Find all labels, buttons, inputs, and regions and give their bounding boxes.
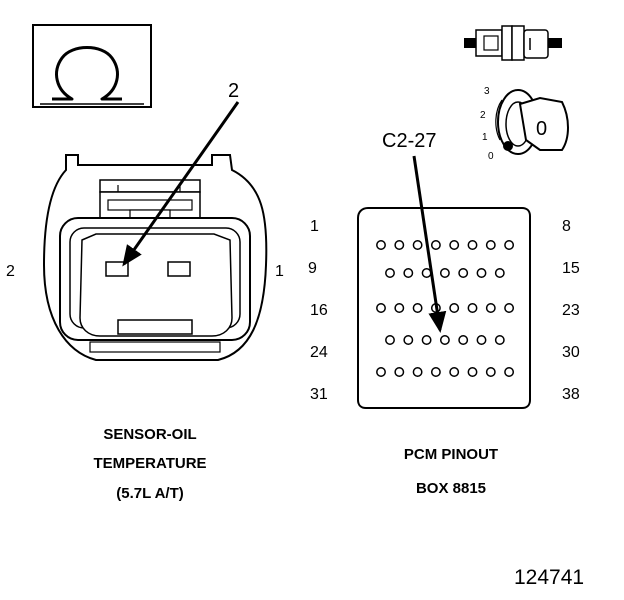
- pcm-caption-line1: PCM PINOUT: [403, 446, 499, 463]
- pcm-row-left-label-5: 31: [310, 386, 328, 403]
- pcm-pin: [485, 303, 496, 313]
- key-position-0: 0: [488, 151, 494, 162]
- pcm-row-right-label-5: 38: [562, 386, 580, 403]
- pcm-pin: [394, 240, 405, 250]
- pcm-pin: [449, 367, 460, 377]
- pcm-pin: [449, 303, 460, 313]
- pcm-pin: [403, 268, 414, 278]
- pcm-pin: [476, 268, 487, 278]
- key-label: 0: [536, 118, 548, 140]
- pcm-pin: [494, 268, 505, 278]
- key-position-3: 3: [484, 86, 490, 97]
- pcm-pin: [439, 268, 450, 278]
- pcm-pin: [449, 240, 460, 250]
- sensor-pin-left-label: 2: [6, 263, 15, 280]
- pcm-pin: [385, 268, 395, 278]
- pcm-pin: [504, 367, 515, 377]
- connector-plug-icon: [464, 25, 562, 61]
- sensor-callout-label: 2: [228, 80, 240, 102]
- pcm-caption-line2: BOX 8815: [415, 480, 487, 497]
- pcm-pin: [430, 367, 441, 377]
- pcm-callout-label: C2-27: [382, 130, 437, 152]
- pcm-pin: [421, 335, 432, 345]
- pcm-pin: [403, 335, 414, 345]
- key-position-2: 2: [480, 110, 486, 121]
- pcm-pin: [458, 268, 469, 278]
- pcm-pin: [430, 240, 441, 250]
- pcm-pin: [504, 240, 515, 250]
- pcm-pin: [394, 303, 405, 313]
- pcm-pin: [467, 240, 478, 250]
- pcm-pin: [412, 367, 423, 377]
- sensor-connector: [42, 154, 268, 361]
- pcm-pin: [458, 335, 469, 345]
- pcm-callout-arrow: [412, 155, 447, 333]
- pcm-pin: [385, 335, 395, 345]
- pcm-row-right-label-4: 30: [562, 344, 580, 361]
- sensor-caption-line1: SENSOR-OIL: [103, 426, 197, 443]
- pcm-row-left-label-4: 24: [310, 344, 328, 361]
- ignition-key-icon: [495, 89, 569, 155]
- pcm-row-left-label-3: 16: [310, 302, 328, 319]
- pcm-pin: [467, 303, 478, 313]
- omega-symbol-box: [32, 24, 152, 108]
- pcm-pin: [376, 303, 386, 313]
- pcm-connector: [357, 207, 531, 409]
- pcm-pin: [467, 367, 478, 377]
- terminal-1: [167, 261, 191, 277]
- sensor-pin-right-label: 1: [275, 263, 284, 280]
- pcm-pin: [494, 335, 505, 345]
- pcm-pin: [485, 240, 496, 250]
- pcm-pin: [476, 335, 487, 345]
- key-position-1: 1: [482, 132, 488, 143]
- pcm-pin-grid: [376, 240, 515, 377]
- figure-number: 124741: [514, 566, 585, 589]
- pcm-pin: [504, 303, 515, 313]
- pcm-row-right-label-2: 15: [562, 260, 580, 277]
- pcm-pin: [412, 240, 423, 250]
- pcm-row-left-label-2: 9: [308, 260, 317, 277]
- pcm-row-right-label-1: 8: [562, 218, 571, 235]
- omega-icon: [52, 46, 122, 101]
- pcm-row-right-label-3: 23: [562, 302, 580, 319]
- pcm-pin: [376, 240, 386, 250]
- sensor-caption-line2: TEMPERATURE: [93, 455, 207, 472]
- pcm-pin: [485, 367, 496, 377]
- pcm-pin: [439, 335, 450, 345]
- sensor-caption-line3: (5.7L A/T): [116, 485, 184, 502]
- pcm-pin: [376, 367, 386, 377]
- pcm-pin: [394, 367, 405, 377]
- sensor-callout-arrow: [122, 101, 240, 267]
- pcm-row-left-label-1: 1: [310, 218, 319, 235]
- pcm-pin: [412, 303, 423, 313]
